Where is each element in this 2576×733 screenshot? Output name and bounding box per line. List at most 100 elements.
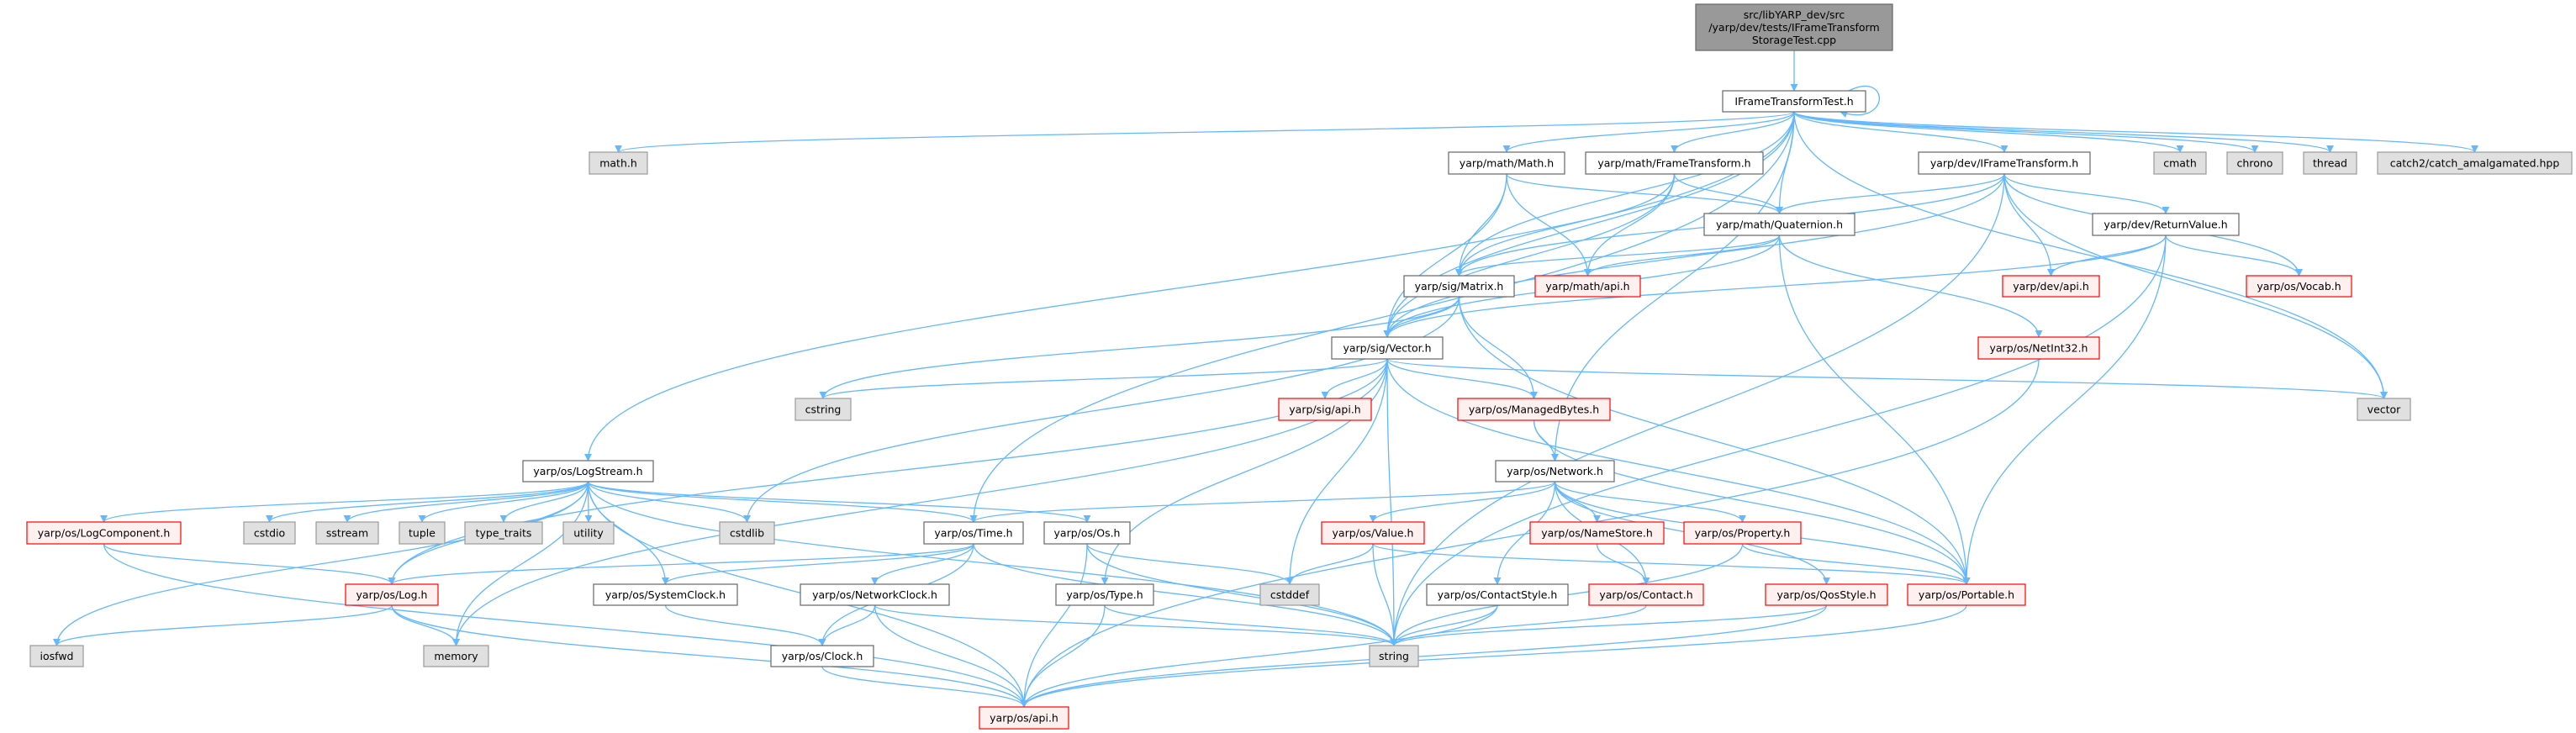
node-label: cstring <box>805 403 842 416</box>
node-quat[interactable]: yarp/math/Quaternion.h <box>1703 213 1855 236</box>
node-qos[interactable]: yarp/os/QosStyle.h <box>1765 583 1888 606</box>
node-box <box>1907 583 2026 606</box>
node-logstream[interactable]: yarp/os/LogStream.h <box>522 460 654 483</box>
edge-network-to-value <box>1369 481 1556 523</box>
edge-iftt-to-iftt <box>1840 85 1880 118</box>
node-label: yarp/os/Type.h <box>1066 588 1143 601</box>
node-typetraits[interactable]: type_traits <box>464 521 543 545</box>
node-chrono[interactable]: chrono <box>2226 151 2283 175</box>
node-iosfwd[interactable]: iosfwd <box>29 645 84 667</box>
node-portable[interactable]: yarp/os/Portable.h <box>1907 583 2026 606</box>
node-box <box>1703 213 1855 236</box>
edge-iftt-to-network <box>1551 111 1795 461</box>
edge-ft-to-quat <box>1673 173 1783 214</box>
node-catch2[interactable]: catch2/catch_amalgamated.hpp <box>2377 151 2573 175</box>
node-mathh[interactable]: math.h <box>589 151 648 175</box>
node-clock[interactable]: yarp/os/Clock.h <box>770 645 874 667</box>
edge-type-to-string <box>1104 604 1398 646</box>
node-cmath[interactable]: cmath <box>2153 151 2207 175</box>
edge-value-to-cstddef <box>1285 543 1374 585</box>
edge-quat-to-matrix <box>1455 235 1781 277</box>
node-tuple[interactable]: tuple <box>399 521 446 545</box>
node-box <box>522 460 654 483</box>
node-label: sstream <box>326 527 368 540</box>
node-time[interactable]: yarp/os/Time.h <box>923 521 1024 545</box>
node-namestore[interactable]: yarp/os/NameStore.h <box>1529 521 1665 545</box>
edge-managed-to-portable <box>1533 419 1971 585</box>
node-label: yarp/os/Log.h <box>356 588 428 601</box>
node-contactstyle[interactable]: yarp/os/ContactStyle.h <box>1426 583 1569 606</box>
edge-clock-to-osapi <box>821 666 1028 708</box>
edge-vector-to-type <box>1101 358 1388 585</box>
node-log[interactable]: yarp/os/Log.h <box>345 583 439 606</box>
node-matrix[interactable]: yarp/sig/Matrix.h <box>1403 275 1515 298</box>
node-memory[interactable]: memory <box>423 645 489 667</box>
node-label: /yarp/dev/tests/IFrameTransform <box>1708 21 1879 34</box>
node-value[interactable]: yarp/os/Value.h <box>1321 521 1425 545</box>
node-sysclock[interactable]: yarp/os/SystemClock.h <box>593 583 738 606</box>
node-devapi[interactable]: yarp/dev/api.h <box>2002 275 2100 298</box>
node-managed[interactable]: yarp/os/ManagedBytes.h <box>1457 398 1611 421</box>
edge-contactstyle-to-osapi <box>1020 604 1498 708</box>
node-osapi[interactable]: yarp/os/api.h <box>979 706 1069 730</box>
node-sstream[interactable]: sstream <box>315 521 379 545</box>
node-label: cmath <box>2163 157 2197 170</box>
node-box <box>2357 398 2411 421</box>
node-box <box>593 583 738 606</box>
node-iftt[interactable]: IFrameTransformTest.h <box>1722 90 1866 113</box>
node-cstdlib[interactable]: cstdlib <box>719 521 775 545</box>
node-contact[interactable]: yarp/os/Contact.h <box>1588 583 1704 606</box>
node-vocab[interactable]: yarp/os/Vocab.h <box>2246 275 2352 298</box>
node-label: yarp/os/Clock.h <box>782 650 863 662</box>
edge-iftt-to-matrix <box>1455 111 1795 277</box>
node-box <box>1495 460 1615 483</box>
node-box <box>562 521 615 545</box>
node-string[interactable]: string <box>1369 645 1419 667</box>
node-network[interactable]: yarp/os/Network.h <box>1495 460 1615 483</box>
edge-iftt-to-logstream <box>584 111 1795 461</box>
node-type[interactable]: yarp/os/Type.h <box>1055 583 1154 606</box>
edge-ft-to-vector <box>1383 173 1676 338</box>
node-label: yarp/os/LogComponent.h <box>38 527 171 540</box>
node-cstdio[interactable]: cstdio <box>243 521 296 545</box>
node-cstring[interactable]: cstring <box>794 398 852 421</box>
edge-ft-to-matrix <box>1455 173 1676 277</box>
node-label: yarp/sig/api.h <box>1289 403 1360 416</box>
edge-logstream-to-logcomp <box>100 481 589 523</box>
edge-logstream-to-cstdlib <box>587 481 751 523</box>
node-utility[interactable]: utility <box>562 521 615 545</box>
node-retval[interactable]: yarp/dev/ReturnValue.h <box>2092 213 2240 236</box>
edge-vector-to-cstddef <box>1285 358 1388 585</box>
node-label: utility <box>573 527 604 540</box>
node-label: thread <box>2313 157 2347 170</box>
node-label: cstdio <box>254 527 285 540</box>
edge-logcomp-to-log <box>103 543 396 585</box>
node-sigapi[interactable]: yarp/sig/api.h <box>1278 398 1372 421</box>
node-netint[interactable]: yarp/os/NetInt32.h <box>1977 336 2100 360</box>
nodes-layer: src/libYARP_dev/src/yarp/dev/tests/IFram… <box>26 3 2573 730</box>
edge-logstream-to-time <box>587 481 978 523</box>
node-thread[interactable]: thread <box>2303 151 2357 175</box>
node-os[interactable]: yarp/os/Os.h <box>1043 521 1131 545</box>
node-root[interactable]: src/libYARP_dev/src/yarp/dev/tests/IFram… <box>1695 3 1893 51</box>
node-ift[interactable]: yarp/dev/IFrameTransform.h <box>1918 151 2091 175</box>
edge-retval-to-string <box>1390 235 2167 646</box>
node-box <box>1695 3 1893 51</box>
edge-logstream-to-cstdio <box>266 481 589 523</box>
node-cstddef[interactable]: cstddef <box>1259 583 1320 606</box>
node-property[interactable]: yarp/os/Property.h <box>1683 521 1802 545</box>
node-label: yarp/os/NetInt32.h <box>1990 342 2088 355</box>
node-netclock[interactable]: yarp/os/NetworkClock.h <box>800 583 950 606</box>
node-mathapi[interactable]: yarp/math/api.h <box>1534 275 1641 298</box>
node-math[interactable]: yarp/math/Math.h <box>1448 151 1565 175</box>
edge-vector-to-stdvector <box>1386 358 2388 399</box>
edges-layer <box>53 50 2478 708</box>
edge-iftt-to-mathh <box>615 111 1795 153</box>
edge-iftt-to-catch2 <box>1793 111 2478 153</box>
node-ft[interactable]: yarp/math/FrameTransform.h <box>1585 151 1764 175</box>
node-logcomp[interactable]: yarp/os/LogComponent.h <box>26 521 182 545</box>
node-stdvector[interactable]: vector <box>2357 398 2411 421</box>
edge-quat-to-netint <box>1778 235 2043 338</box>
node-vector[interactable]: yarp/sig/Vector.h <box>1331 336 1444 360</box>
